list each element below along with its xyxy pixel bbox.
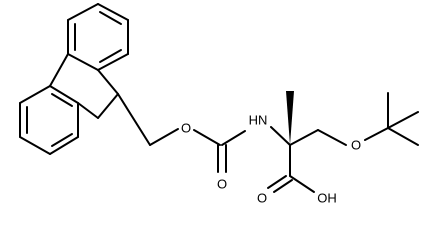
double-bond-inner	[51, 133, 73, 147]
bond	[221, 130, 246, 146]
bond	[387, 111, 419, 129]
bond	[289, 175, 315, 193]
bond	[49, 136, 79, 155]
double-bond-inner	[51, 93, 73, 107]
bond	[317, 129, 347, 146]
bond	[364, 127, 389, 141]
bond	[273, 179, 293, 193]
double-bond-inner	[99, 49, 122, 63]
bond	[97, 93, 119, 119]
bond	[19, 136, 51, 155]
atom-label-o-ether-fmoc: O	[181, 121, 191, 136]
benzene-ring-top	[67, 3, 129, 71]
five-membered-ring	[49, 53, 119, 119]
methyl-wedge-bond	[286, 91, 294, 145]
bond	[149, 128, 179, 146]
bond	[97, 69, 119, 95]
atom-label-o-carbonyl-fmoc: O	[217, 177, 227, 192]
background	[0, 0, 434, 208]
bond	[77, 102, 99, 119]
bond	[267, 175, 287, 189]
bond	[67, 53, 99, 71]
atom-labels: O O HN O O OH	[181, 113, 361, 206]
atom-label-o-carbonyl-acid: O	[257, 191, 267, 206]
bond	[289, 129, 319, 146]
bond	[117, 93, 151, 146]
double-bond-inner	[99, 11, 122, 25]
benzene-ring-bottom	[19, 85, 99, 155]
structure-canvas: O O HN O O OH	[0, 0, 434, 208]
fluorenyl-group	[19, 3, 129, 155]
bond	[270, 126, 291, 146]
bond	[67, 3, 99, 21]
bond	[49, 85, 79, 104]
tert-butyl-group	[387, 92, 419, 146]
molecule-structure: O O HN O O OH	[0, 0, 434, 208]
bond	[97, 53, 129, 71]
bond	[193, 129, 221, 146]
fmoc-linker	[117, 93, 246, 173]
bond	[97, 3, 129, 21]
bond	[387, 127, 419, 146]
bond	[19, 85, 51, 104]
atom-label-o-ether-tbu: O	[351, 138, 361, 153]
amino-acid-core	[267, 91, 389, 193]
bond	[49, 53, 69, 87]
atom-label-nh: HN	[249, 113, 268, 128]
atom-label-oh: OH	[317, 191, 337, 206]
